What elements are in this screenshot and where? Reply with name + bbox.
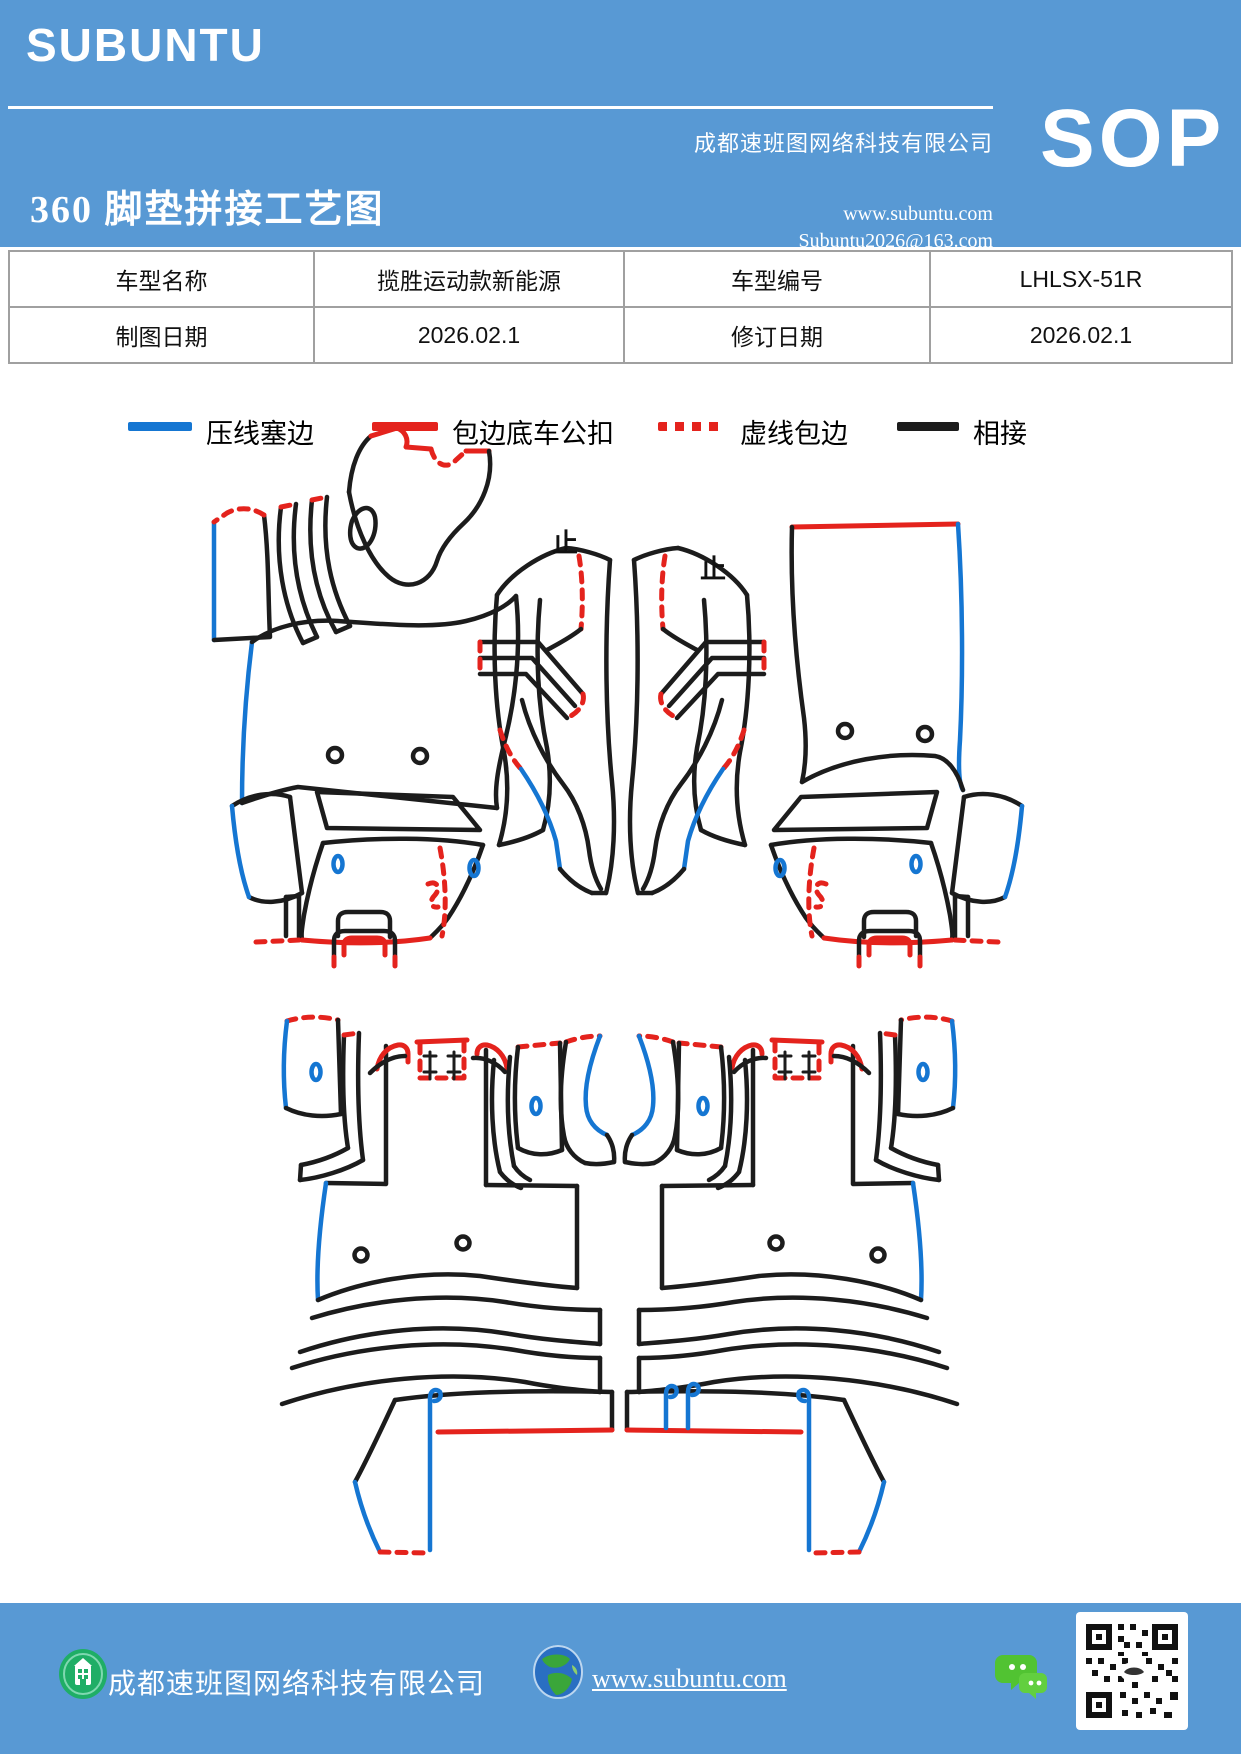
company-building-icon [59, 1649, 107, 1699]
stop-mark-left: 止 [552, 529, 578, 558]
table-row: 车型名称 揽胜运动款新能源 车型编号 LHLSX-51R [8, 250, 1233, 308]
legend-label: 虚线包边 [740, 419, 848, 449]
line-type-legend: 压线塞边 包边底车公扣 虚线包边 相接 [0, 412, 1241, 452]
footer-company: 成都速班图网络科技有限公司 [108, 1669, 486, 1700]
cell-model-code-value: LHLSX-51R [929, 250, 1233, 308]
red-line-swatch [372, 422, 438, 431]
red-dashed-swatch [658, 422, 726, 431]
header-website-link[interactable]: www.subuntu.com [0, 203, 993, 226]
wechat-icon [995, 1655, 1047, 1699]
front-lower-mats-left [229, 789, 486, 969]
cell-model-name-value: 揽胜运动款新能源 [313, 250, 625, 308]
header-company: 成都速班图网络科技有限公司 [693, 131, 993, 156]
blue-line-swatch [128, 422, 192, 431]
cell-model-name-label: 车型名称 [8, 250, 315, 308]
rear-mats-right [625, 1017, 957, 1553]
footer-website-link[interactable]: www.subuntu.com [592, 1664, 787, 1693]
footer-divider [0, 1598, 1241, 1603]
cell-draw-date-value: 2026.02.1 [313, 306, 625, 364]
front-center-cluster-right [630, 548, 764, 893]
header-divider [8, 106, 993, 109]
cell-model-code-label: 车型编号 [623, 250, 931, 308]
legend-label: 压线塞边 [206, 419, 314, 449]
table-row: 制图日期 2026.02.1 修订日期 2026.02.1 [8, 306, 1233, 364]
front-mats-group [211, 425, 966, 811]
header: SUBUNTU 360 脚垫拼接工艺图 成都速班图网络科技有限公司 www.su… [0, 0, 1241, 252]
header-email: Subuntu2026@163.com [798, 230, 993, 252]
website-url[interactable]: www.subuntu.com [843, 203, 993, 225]
qr-code [1076, 1612, 1188, 1730]
legend-label: 相接 [973, 419, 1027, 449]
front-lower-mats-right [771, 792, 1022, 966]
cell-revise-date-value: 2026.02.1 [929, 306, 1233, 364]
cell-draw-date-label: 制图日期 [8, 306, 315, 364]
brand-logo: SUBUNTU [26, 19, 265, 71]
front-center-cluster-left [477, 545, 617, 896]
stop-mark-right: 止 [700, 555, 726, 584]
sop-label: SOP [1040, 93, 1226, 184]
globe-icon [533, 1645, 583, 1699]
cell-revise-date-label: 修订日期 [623, 306, 931, 364]
rear-flap-hooks [663, 1381, 701, 1431]
legend-label: 包边底车公扣 [452, 419, 614, 449]
vehicle-info-table: 车型名称 揽胜运动款新能源 车型编号 LHLSX-51R 制图日期 2026.0… [8, 250, 1233, 364]
rear-mats-left [279, 1014, 617, 1556]
page-title: 360 脚垫拼接工艺图 [30, 189, 385, 231]
black-line-swatch [897, 422, 959, 431]
